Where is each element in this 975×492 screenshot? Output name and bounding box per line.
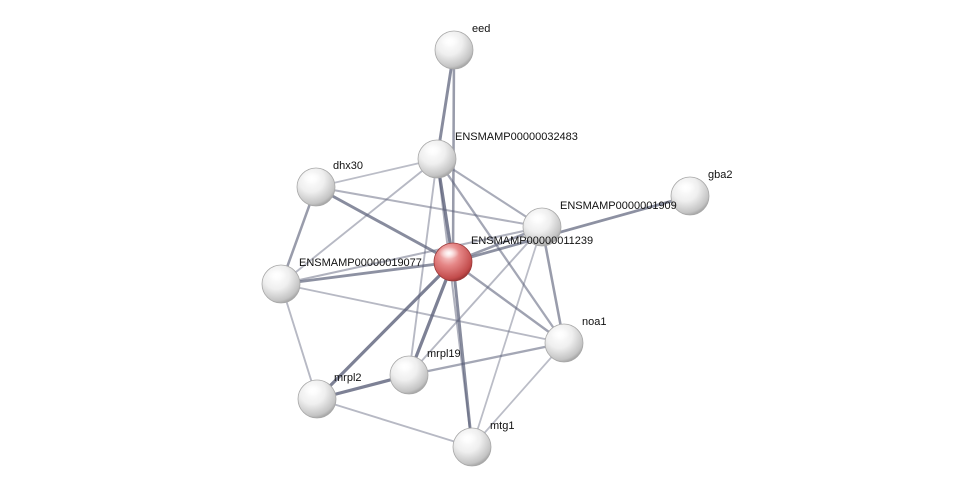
node-label-mrpl19: mrpl19 — [427, 348, 461, 360]
node-noa1[interactable]: noa1 — [544, 316, 606, 363]
edge-p019-noa1 — [540, 225, 566, 345]
node-highlight — [267, 269, 287, 281]
node-highlight — [303, 384, 323, 396]
edge-gba2-p11239 — [451, 194, 692, 264]
node-highlight — [302, 172, 322, 184]
edge-p11239-mrpl2 — [315, 260, 455, 401]
node-highlight — [395, 360, 415, 372]
edge-p32483-dhx30 — [315, 158, 438, 188]
node-label-gba2: gba2 — [708, 169, 732, 181]
node-highlight — [440, 35, 460, 47]
node-mrpl2[interactable]: mrpl2 — [297, 372, 362, 419]
edges-layer — [279, 48, 692, 449]
edge-p19077-mrpl2 — [280, 283, 318, 400]
node-p19077[interactable]: ENSMAMP00000019077 — [261, 257, 422, 304]
node-p019[interactable]: ENSMAMP0000001909 — [522, 200, 677, 247]
node-mrpl19[interactable]: mrpl19 — [389, 348, 461, 395]
node-eed[interactable]: eed — [434, 23, 490, 70]
node-label-p019: ENSMAMP0000001909 — [560, 200, 677, 212]
node-label-p32483: ENSMAMP00000032483 — [455, 131, 578, 143]
node-label-mtg1: mtg1 — [490, 420, 514, 432]
node-highlight — [528, 212, 548, 224]
node-label-p11239: ENSMAMP00000011239 — [471, 235, 593, 247]
edge-p11239-noa1 — [451, 260, 566, 345]
node-gba2[interactable]: gba2 — [670, 169, 732, 216]
node-highlight — [439, 247, 459, 259]
node-label-mrpl2: mrpl2 — [334, 372, 362, 384]
edge-p019-mtg1 — [471, 226, 543, 448]
node-highlight — [676, 181, 696, 193]
node-p11239[interactable]: ENSMAMP00000011239 — [433, 235, 593, 282]
node-dhx30[interactable]: dhx30 — [296, 160, 363, 207]
edge-p019-p19077 — [279, 225, 544, 286]
edge-p32483-noa1 — [435, 157, 566, 345]
edge-p11239-p19077 — [279, 260, 455, 286]
node-label-p19077: ENSMAMP00000019077 — [299, 257, 422, 269]
node-p32483[interactable]: ENSMAMP00000032483 — [417, 131, 578, 179]
edge-p019-mrpl19 — [408, 226, 543, 376]
edge-mtg1-noa1 — [471, 342, 565, 448]
node-highlight — [423, 144, 443, 156]
node-mtg1[interactable]: mtg1 — [452, 420, 514, 467]
node-label-eed: eed — [472, 23, 490, 35]
edge-p32483-p019 — [435, 157, 544, 229]
edge-p19077-noa1 — [280, 283, 565, 344]
node-highlight — [550, 328, 570, 340]
node-label-noa1: noa1 — [582, 316, 606, 328]
node-highlight — [458, 432, 478, 444]
edge-p32483-p19077 — [280, 158, 438, 285]
edge-mtg1-mrpl2 — [316, 398, 473, 448]
edge-mrpl19-noa1 — [407, 341, 566, 377]
node-label-dhx30: dhx30 — [333, 160, 363, 172]
edge-p11239-mrpl19 — [407, 260, 455, 377]
edge-dhx30-p11239 — [314, 185, 455, 264]
edge-p11239-mtg1 — [451, 260, 474, 449]
edge-dhx30-p019 — [314, 185, 544, 229]
